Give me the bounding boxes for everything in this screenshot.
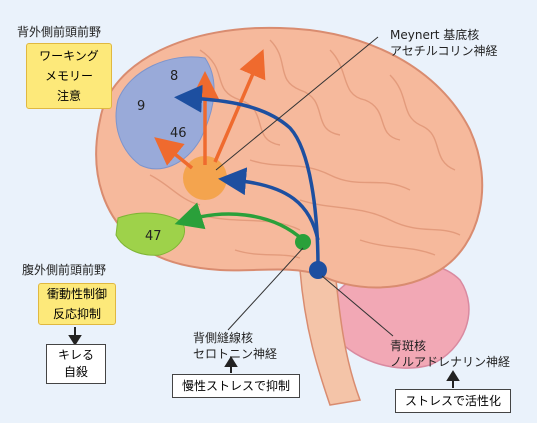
- locus-line-1: 青斑核: [390, 338, 510, 354]
- dlpfc-box-line-1: ワーキング: [27, 46, 111, 66]
- meynert-label: Meynert 基底核 アセチルコリン神経: [390, 27, 498, 59]
- area-46: 46: [170, 126, 187, 141]
- kireru-line-1: キレる: [47, 347, 105, 364]
- dlpfc-title: 背外側前頭前野: [17, 24, 101, 40]
- kireru-line-2: 自殺: [47, 364, 105, 381]
- raphe-nucleus: [295, 234, 311, 250]
- kireru-box: キレる 自殺: [46, 344, 106, 384]
- meynert-line-1: Meynert 基底核: [390, 27, 498, 43]
- raphe-line-1: 背側縫線核: [193, 330, 277, 346]
- vlpfc-title: 腹外側前頭前野: [22, 262, 106, 278]
- area-8: 8: [170, 69, 178, 84]
- area-9: 9: [137, 99, 145, 114]
- vlpfc-box-line-1: 衝動性制御: [39, 284, 115, 304]
- dlpfc-box-line-2: メモリー: [27, 66, 111, 86]
- vlpfc-box-line-2: 反応抑制: [39, 304, 115, 324]
- area-47: 47: [145, 229, 162, 244]
- raphe-label: 背側縫線核 セロトニン神経: [193, 330, 277, 362]
- locus-label: 青斑核 ノルアドレナリン神経: [390, 338, 510, 370]
- chronic-stress-box: 慢性ストレスで抑制: [172, 374, 300, 398]
- dlpfc-function-box: ワーキング メモリー 注意: [26, 43, 112, 109]
- meynert-line-2: アセチルコリン神経: [390, 43, 498, 59]
- locus-line-2: ノルアドレナリン神経: [390, 354, 510, 370]
- locus-coeruleus: [309, 261, 327, 279]
- vlpfc-function-box: 衝動性制御 反応抑制: [38, 283, 116, 325]
- dlpfc-box-line-3: 注意: [27, 86, 111, 106]
- raphe-line-2: セロトニン神経: [193, 346, 277, 362]
- activate-stress-box: ストレスで活性化: [395, 389, 511, 413]
